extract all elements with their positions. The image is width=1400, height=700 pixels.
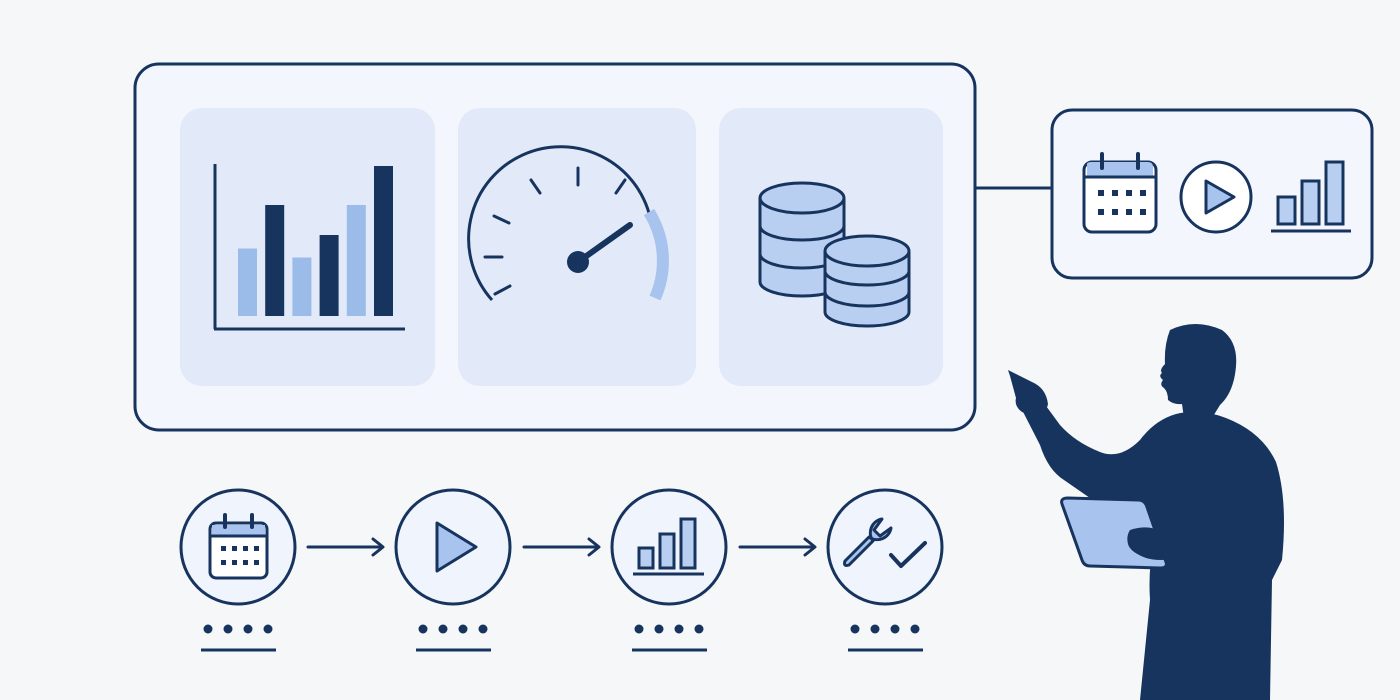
step-dot xyxy=(223,624,233,634)
step-dot xyxy=(418,624,428,634)
bar-chart-tile xyxy=(180,108,435,386)
step-dot xyxy=(243,624,253,634)
wrench-check-icon xyxy=(843,517,927,568)
step-dot xyxy=(870,624,880,634)
step-dot xyxy=(263,624,273,634)
bar-chart-bar xyxy=(265,205,285,316)
bar-chart-bars xyxy=(238,166,393,316)
calendar-icon xyxy=(1082,152,1158,234)
side-panel xyxy=(1050,108,1374,280)
step-dot xyxy=(850,624,860,634)
workflow-step-analyze xyxy=(610,488,728,606)
step-dot xyxy=(478,624,488,634)
workflow-row xyxy=(179,488,944,652)
arrow-right-icon xyxy=(306,537,385,557)
gauge-hub xyxy=(567,251,589,273)
step-dot xyxy=(458,624,468,634)
bar-chart-icon xyxy=(213,164,405,331)
play-button-icon xyxy=(435,521,478,573)
workflow-step-run xyxy=(394,488,512,606)
workflow-step-dots xyxy=(203,624,920,634)
bar-chart-bar xyxy=(374,166,393,316)
database-tile xyxy=(719,108,943,386)
presenter-figure xyxy=(1008,324,1284,700)
bar-chart-icon xyxy=(633,517,704,576)
step-dot xyxy=(674,624,684,634)
bar-chart-icon xyxy=(1271,160,1351,233)
play-button-icon xyxy=(1179,160,1253,234)
calendar-icon xyxy=(208,513,269,580)
speedometer-gauge-icon xyxy=(467,145,669,301)
main-panel xyxy=(133,62,977,432)
arrow-right-icon xyxy=(522,537,601,557)
workflow-step-schedule xyxy=(179,488,297,606)
step-dot xyxy=(890,624,900,634)
step-dot xyxy=(634,624,644,634)
workflow-step-maintain xyxy=(826,488,944,606)
step-dot xyxy=(438,624,448,634)
gauge-tile xyxy=(458,108,696,386)
bar-chart-bar xyxy=(319,235,339,316)
step-dot xyxy=(694,624,704,634)
arrow-right-icon xyxy=(738,537,817,557)
step-dot xyxy=(654,624,664,634)
bar-chart-bar xyxy=(238,248,257,316)
step-dot xyxy=(203,624,213,634)
database-stack-icon xyxy=(758,181,911,328)
bar-chart-bar xyxy=(346,205,366,316)
step-dot xyxy=(910,624,920,634)
bar-chart-bar xyxy=(292,257,312,316)
